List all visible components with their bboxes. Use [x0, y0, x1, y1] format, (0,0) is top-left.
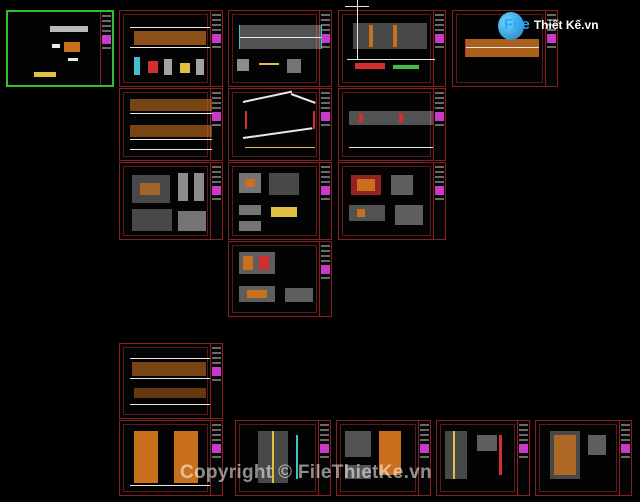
sheet-thumbnail-site-elevation[interactable] [338, 10, 446, 87]
sheet-thumbnail-cover[interactable] [6, 10, 114, 87]
sheet-thumbnail-window-detail-2[interactable] [336, 420, 431, 496]
sheet-thumbnail-window-detail-4[interactable] [535, 420, 632, 496]
cursor-crosshair-horizontal [345, 6, 369, 7]
sheet-thumbnail-elevations[interactable] [119, 10, 223, 87]
logo-suffix-text: Thiết Kế.vn [533, 18, 599, 32]
sheet-thumbnail-structural-2[interactable] [338, 162, 446, 240]
sheet-thumbnail-roof-plan[interactable] [228, 10, 332, 87]
title-block [100, 12, 112, 85]
sheet-thumbnail-window-detail-3[interactable] [436, 420, 530, 496]
sheet-thumbnail-details[interactable] [228, 241, 332, 317]
sheet-thumbnail-plan-details[interactable] [338, 88, 446, 161]
sheet-thumbnail-sections[interactable] [228, 88, 332, 161]
cursor-crosshair-vertical [357, 0, 358, 60]
sheet-thumbnail-foundation[interactable] [119, 162, 223, 240]
logo-file-text: File [504, 16, 530, 33]
sheet-thumbnail-elevation-b[interactable] [119, 343, 223, 419]
sheet-thumbnail-structural[interactable] [228, 162, 332, 240]
sheet-thumbnail-facades[interactable] [119, 88, 223, 161]
copyright-watermark: Copyright © FileThietKe.vn [180, 462, 432, 483]
sheet-thumbnail-door-detail[interactable] [119, 420, 223, 496]
logo-badge-icon [498, 12, 524, 40]
sheet-thumbnail-window-detail-1[interactable] [235, 420, 331, 496]
